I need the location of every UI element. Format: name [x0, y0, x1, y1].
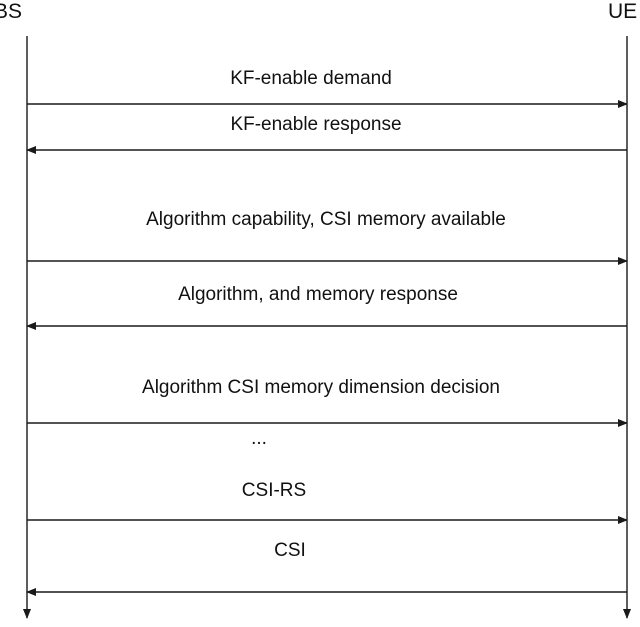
message-arrows	[26, 100, 628, 596]
message-label: Algorithm CSI memory dimension decision	[142, 377, 500, 398]
message-label: CSI-RS	[241, 480, 307, 501]
message-label: KF-enable response	[230, 114, 402, 135]
message-label: KF-enable demand	[230, 68, 392, 89]
message-label: CSI	[274, 540, 306, 561]
message-label: Algorithm, and memory response	[178, 284, 458, 305]
message-label: Algorithm capability, CSI memory availab…	[146, 209, 506, 230]
bs-entity-label: BS	[0, 0, 23, 23]
message-label: ...	[251, 428, 267, 449]
ue-entity-label: UE	[608, 0, 638, 23]
